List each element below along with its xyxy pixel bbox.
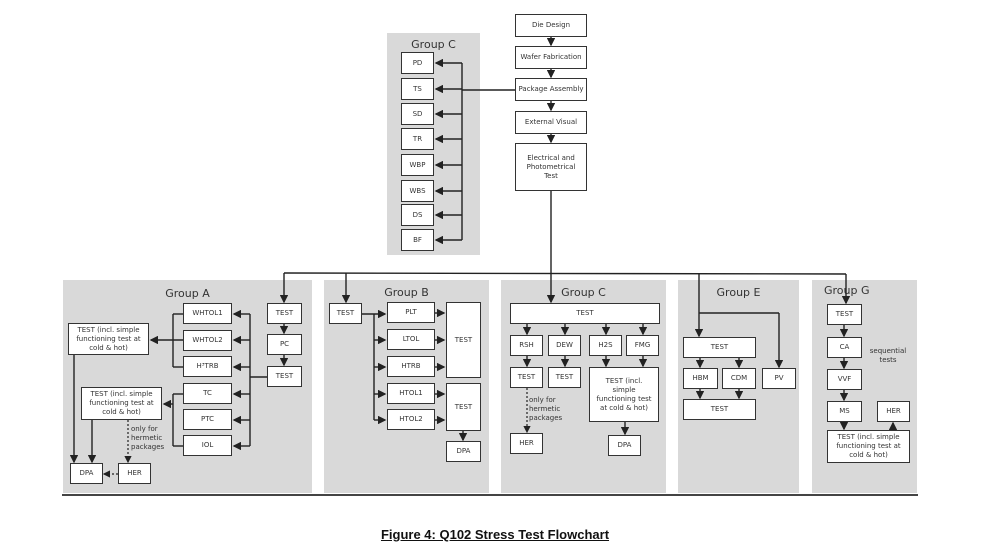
group-c-h2s: H2S <box>589 335 622 356</box>
group-a-hermetic-note: only for hermetic packages <box>131 425 165 451</box>
group-c-test-dew: TEST <box>548 367 581 388</box>
group-b-dpa: DPA <box>446 441 481 462</box>
group-b-ltol: LTOL <box>387 329 435 350</box>
group-b-result-1: TEST <box>446 302 481 378</box>
group-a-pc: PC <box>267 334 302 355</box>
group-a-dpa: DPA <box>70 463 103 484</box>
group-g-test: TEST <box>827 304 862 325</box>
group-g-her: HER <box>877 401 910 422</box>
group-c-top-wbs: WBS <box>401 180 434 202</box>
group-c-fmg: FMG <box>626 335 659 356</box>
group-c-test-combined: TEST (incl. simple functioning test at c… <box>589 367 659 422</box>
group-a-her: HER <box>118 463 151 484</box>
main-flow-die-design: Die Design <box>515 14 587 37</box>
group-c-title: Group C <box>561 286 606 299</box>
group-a-ptc: PTC <box>183 409 232 430</box>
group-a-lower-result: TEST (incl. simple functioning test at c… <box>81 387 162 420</box>
group-c-dpa: DPA <box>608 435 641 456</box>
group-c-her: HER <box>510 433 543 454</box>
group-g-sequential-note: sequential tests <box>869 347 907 364</box>
group-a-whtol1: WHTOL1 <box>183 303 232 324</box>
group-e-entry-test: TEST <box>683 337 756 358</box>
group-b-htrb: HTRB <box>387 356 435 377</box>
main-flow-external-visual: External Visual <box>515 111 587 134</box>
group-c-top-ds: DS <box>401 204 434 226</box>
group-c-top-title: Group C <box>411 38 456 51</box>
group-c-top-sd: SD <box>401 103 434 125</box>
group-b-plt: PLT <box>387 302 435 323</box>
group-c-hermetic-note: only for hermetic packages <box>529 396 563 422</box>
group-c-top-wbp: WBP <box>401 154 434 176</box>
group-e-pv: PV <box>762 368 796 389</box>
group-b-title: Group B <box>384 286 429 299</box>
group-e-hbm: HBM <box>683 368 718 389</box>
group-c-top-ts: TS <box>401 78 434 100</box>
group-c-top-pd: PD <box>401 52 434 74</box>
main-flow-wafer-fabrication: Wafer Fabrication <box>515 46 587 69</box>
group-g-title: Group G <box>824 284 870 297</box>
group-c-rsh: RSH <box>510 335 543 356</box>
group-c-dew: DEW <box>548 335 581 356</box>
group-e-result: TEST <box>683 399 756 420</box>
group-c-test-rsh: TEST <box>510 367 543 388</box>
group-a-iol: IOL <box>183 435 232 456</box>
group-a-h3trb: H³TRB <box>183 356 232 377</box>
group-g-result: TEST (incl. simple functioning test at c… <box>827 430 910 463</box>
group-c-top-bf: BF <box>401 229 434 251</box>
group-b-entry-test: TEST <box>329 303 362 324</box>
group-e-title: Group E <box>716 286 761 299</box>
group-a-test-1: TEST <box>267 303 302 324</box>
group-g-vvf: VVF <box>827 369 862 390</box>
group-g-ms: MS <box>827 401 862 422</box>
main-flow-package-assembly: Package Assembly <box>515 78 587 101</box>
group-c-top-tr: TR <box>401 128 434 150</box>
group-a-tc: TC <box>183 383 232 404</box>
main-flow-electrical-test: Electrical and Photometrical Test <box>515 143 587 191</box>
group-b-htol2: HTOL2 <box>387 409 435 430</box>
group-b-result-2: TEST <box>446 383 481 431</box>
figure-baseline <box>62 494 918 496</box>
group-a-title: Group A <box>165 287 210 300</box>
group-e-cdm: CDM <box>722 368 756 389</box>
group-a-test-2: TEST <box>267 366 302 387</box>
group-b-htol1: HTOL1 <box>387 383 435 404</box>
group-a-upper-result: TEST (incl. simple functioning test at c… <box>68 323 149 355</box>
group-a-whtol2: WHTOL2 <box>183 330 232 351</box>
group-g-ca: CA <box>827 337 862 358</box>
group-c-entry-test: TEST <box>510 303 660 324</box>
figure-caption: Figure 4: Q102 Stress Test Flowchart <box>380 527 610 542</box>
